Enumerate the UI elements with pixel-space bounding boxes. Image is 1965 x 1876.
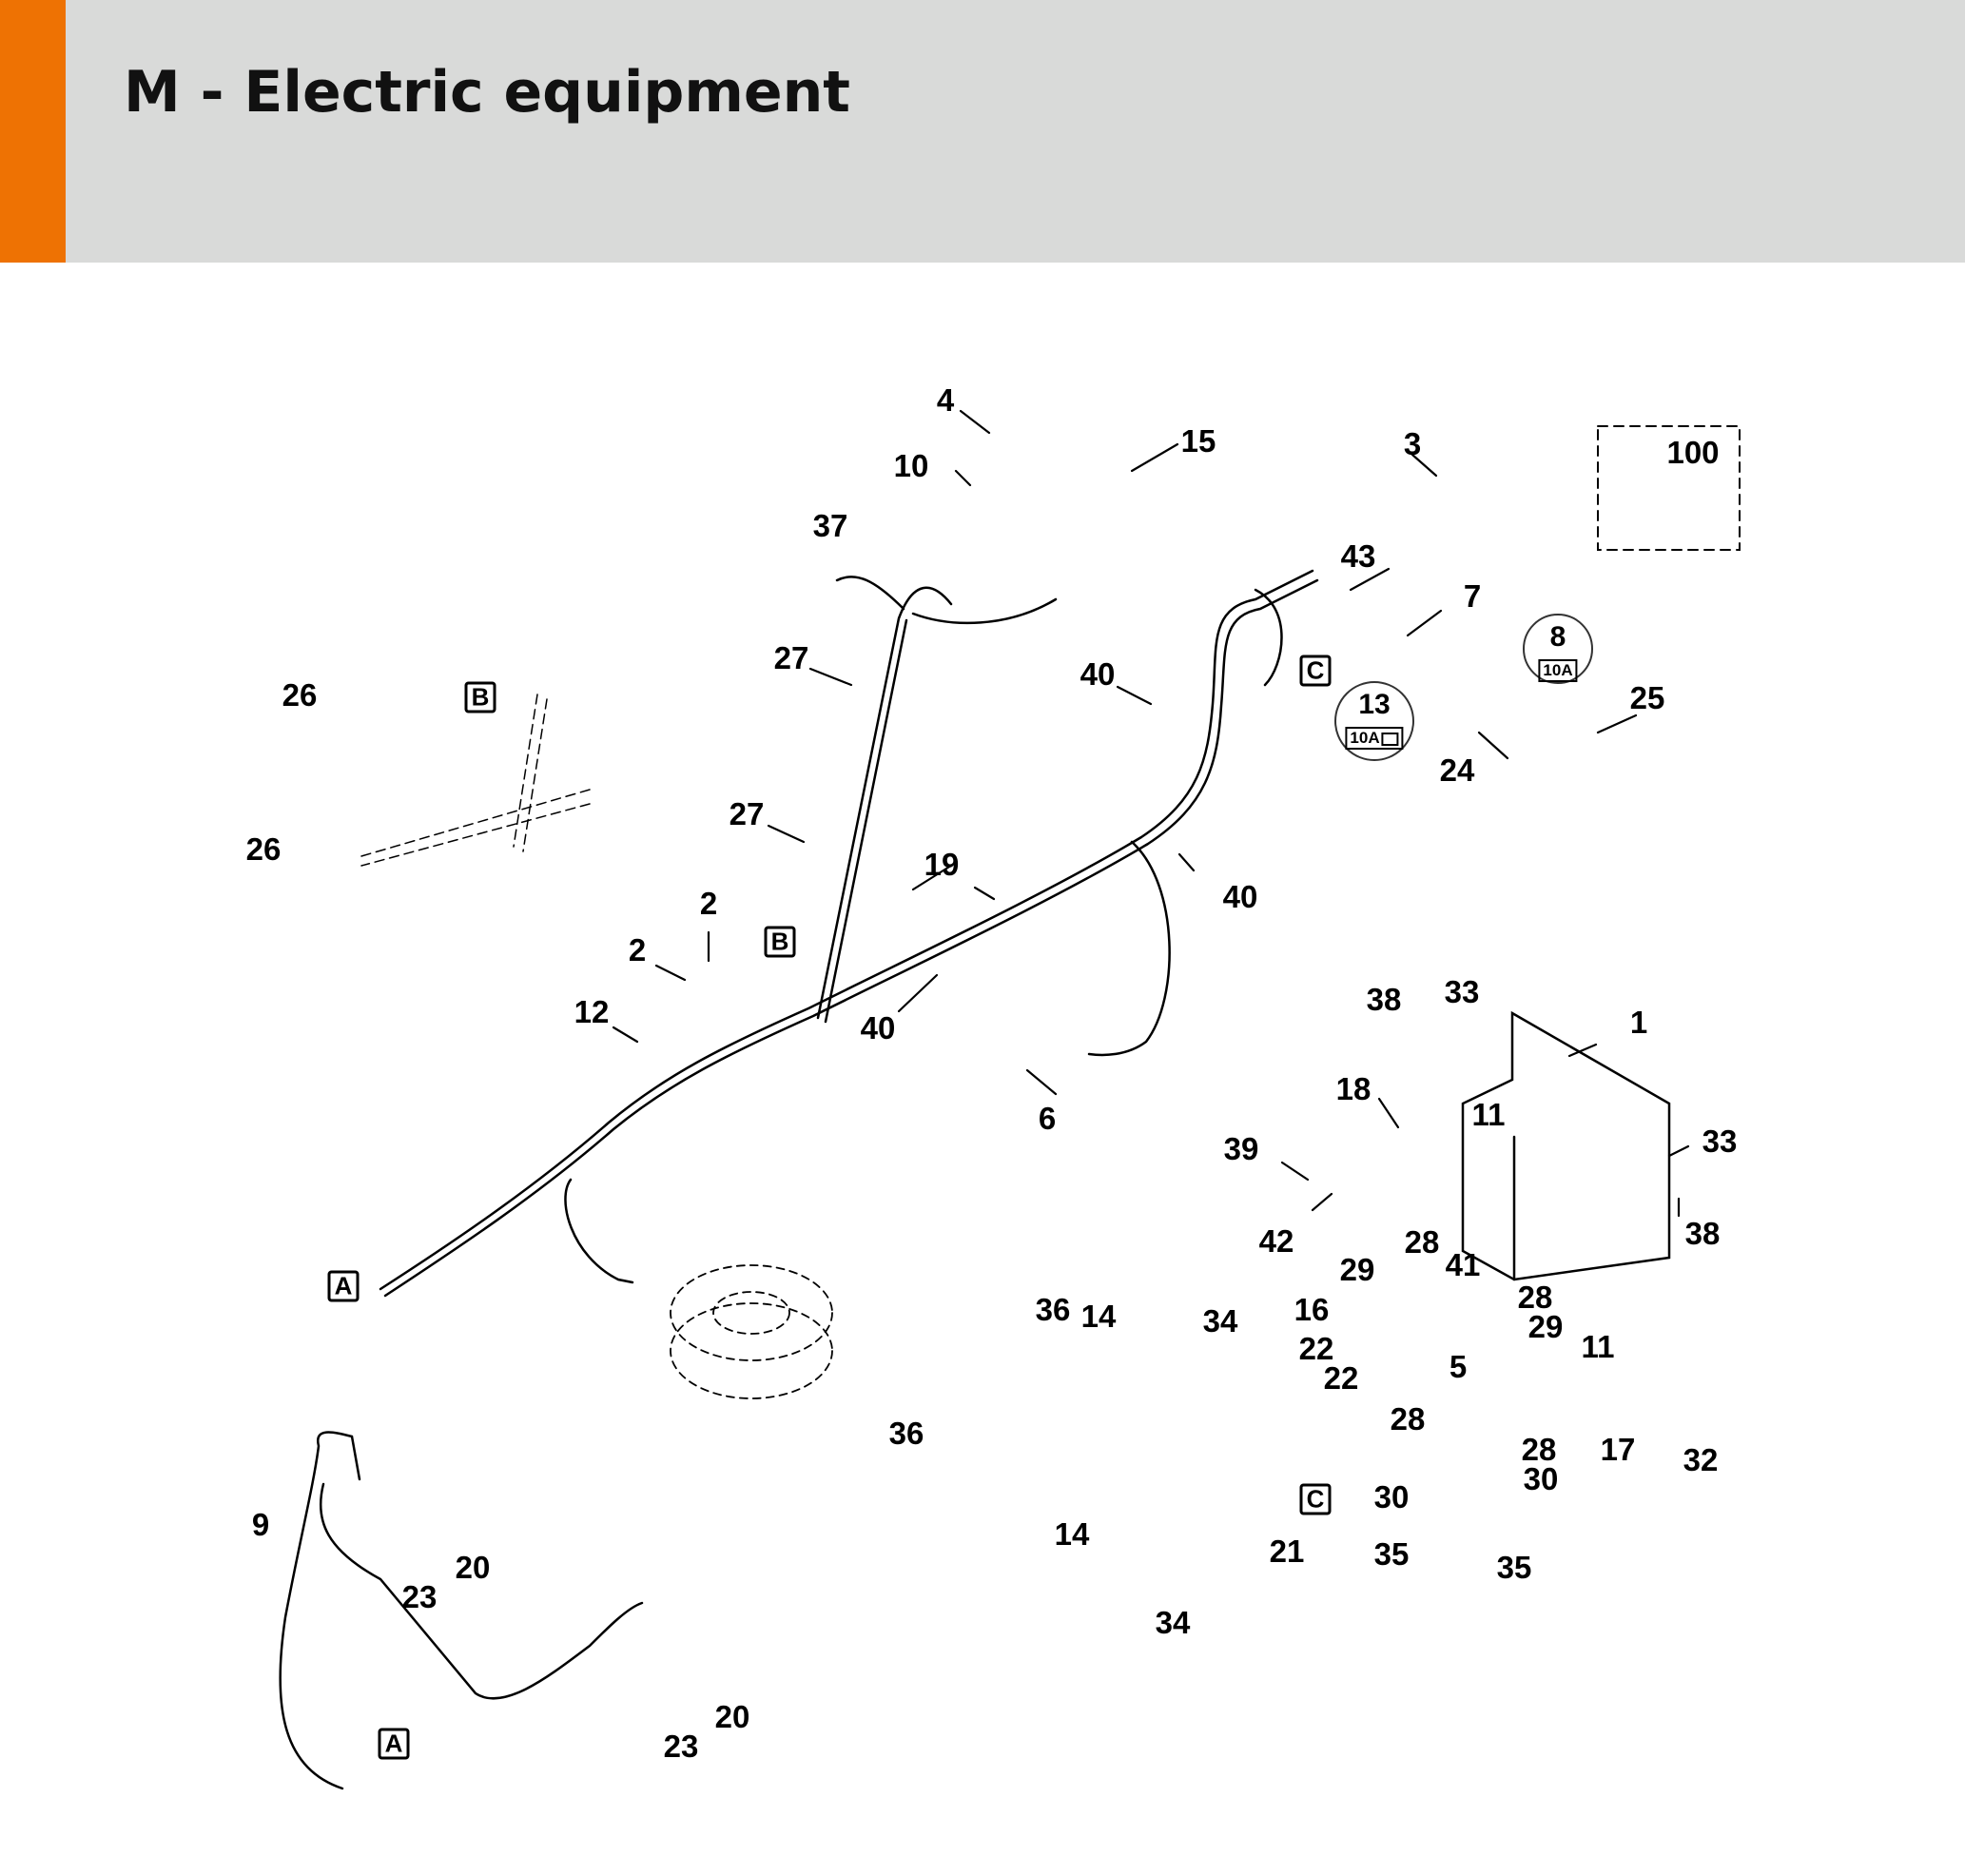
part-label-16: 16 xyxy=(1294,1292,1330,1327)
part-label-43: 43 xyxy=(1340,538,1376,574)
part-label-28: 28 xyxy=(1404,1224,1440,1260)
fuse-rating: 10A xyxy=(1345,727,1404,750)
fuse-callout-13: 13 10A xyxy=(1334,681,1414,761)
part-label-41: 41 xyxy=(1445,1247,1481,1282)
part-label-18: 18 xyxy=(1335,1071,1372,1106)
part-label-4: 4 xyxy=(936,382,955,418)
part-label-100: 100 xyxy=(1666,435,1720,470)
part-label-38: 38 xyxy=(1684,1216,1721,1251)
part-label-3: 3 xyxy=(1403,426,1422,461)
part-label-11: 11 xyxy=(1471,1097,1506,1132)
part-label-36: 36 xyxy=(888,1416,924,1451)
part-label-24: 24 xyxy=(1439,752,1475,788)
part-label-40: 40 xyxy=(1080,656,1116,692)
optional-part-box xyxy=(1597,425,1741,551)
fuse-rating-text: 10A xyxy=(1350,729,1380,747)
part-label-20: 20 xyxy=(714,1699,750,1734)
frame-outline-b xyxy=(360,694,591,867)
reference-marker-a: A xyxy=(327,1270,360,1302)
part-label-33: 33 xyxy=(1444,974,1480,1009)
part-label-36: 36 xyxy=(1035,1292,1071,1327)
fuse-part-number: 8 xyxy=(1549,621,1566,653)
part-label-9: 9 xyxy=(251,1507,270,1542)
part-label-33: 33 xyxy=(1702,1124,1738,1159)
battery-1 xyxy=(1461,1010,1671,1281)
reference-marker-b: B xyxy=(464,681,496,713)
part-label-5: 5 xyxy=(1449,1349,1468,1384)
part-label-14: 14 xyxy=(1080,1299,1117,1334)
part-label-32: 32 xyxy=(1683,1442,1719,1477)
part-label-19: 19 xyxy=(924,847,960,882)
part-label-35: 35 xyxy=(1496,1550,1532,1585)
part-label-1: 1 xyxy=(1629,1005,1648,1040)
part-label-34: 34 xyxy=(1155,1605,1191,1640)
part-label-26: 26 xyxy=(245,831,282,867)
fuse-rating: 10A xyxy=(1538,659,1578,682)
part-label-42: 42 xyxy=(1258,1223,1294,1259)
part-label-29: 29 xyxy=(1339,1252,1375,1287)
part-label-22: 22 xyxy=(1323,1360,1359,1396)
part-label-30: 30 xyxy=(1373,1479,1410,1514)
part-label-40: 40 xyxy=(1222,879,1258,914)
part-label-27: 27 xyxy=(729,796,765,831)
battery-icon xyxy=(1381,732,1399,746)
part-label-15: 15 xyxy=(1180,423,1216,459)
page-title: M - Electric equipment xyxy=(124,59,850,126)
part-label-25: 25 xyxy=(1629,680,1665,715)
part-label-28: 28 xyxy=(1390,1401,1426,1436)
part-label-14: 14 xyxy=(1054,1516,1090,1552)
part-label-7: 7 xyxy=(1463,578,1482,614)
harness-9 xyxy=(279,1431,644,1790)
fuse-part-number: 13 xyxy=(1358,689,1391,720)
part-label-21: 21 xyxy=(1269,1534,1305,1569)
part-label-10: 10 xyxy=(893,448,929,483)
clutch-outline xyxy=(670,1264,833,1399)
part-label-28: 28 xyxy=(1517,1280,1553,1315)
page-header xyxy=(0,0,1965,263)
part-label-20: 20 xyxy=(455,1550,491,1585)
leader-lines xyxy=(612,409,1690,1218)
fuse-callout-8: 8 10A xyxy=(1523,614,1593,684)
part-label-26: 26 xyxy=(282,677,318,713)
part-label-29: 29 xyxy=(1527,1309,1564,1344)
part-label-37: 37 xyxy=(812,508,848,543)
reference-marker-c: C xyxy=(1299,1483,1332,1515)
part-label-23: 23 xyxy=(401,1579,438,1614)
part-label-6: 6 xyxy=(1038,1101,1057,1136)
part-label-17: 17 xyxy=(1600,1432,1636,1467)
part-label-2: 2 xyxy=(699,886,718,921)
part-label-28: 28 xyxy=(1521,1432,1557,1467)
part-label-27: 27 xyxy=(773,640,809,675)
part-label-22: 22 xyxy=(1298,1331,1334,1366)
part-label-2: 2 xyxy=(628,932,647,967)
harness-19 xyxy=(379,569,1319,1298)
part-label-34: 34 xyxy=(1202,1303,1238,1339)
accent-bar xyxy=(0,0,66,263)
part-label-35: 35 xyxy=(1373,1536,1410,1572)
part-label-30: 30 xyxy=(1523,1461,1559,1496)
part-label-23: 23 xyxy=(663,1729,699,1764)
part-label-40: 40 xyxy=(860,1010,896,1045)
part-label-12: 12 xyxy=(574,994,610,1029)
reference-marker-c: C xyxy=(1299,655,1332,687)
part-label-11: 11 xyxy=(1581,1329,1615,1364)
part-label-38: 38 xyxy=(1366,982,1402,1017)
reference-marker-b: B xyxy=(764,926,796,958)
reference-marker-a: A xyxy=(378,1728,410,1760)
part-label-39: 39 xyxy=(1223,1131,1259,1166)
